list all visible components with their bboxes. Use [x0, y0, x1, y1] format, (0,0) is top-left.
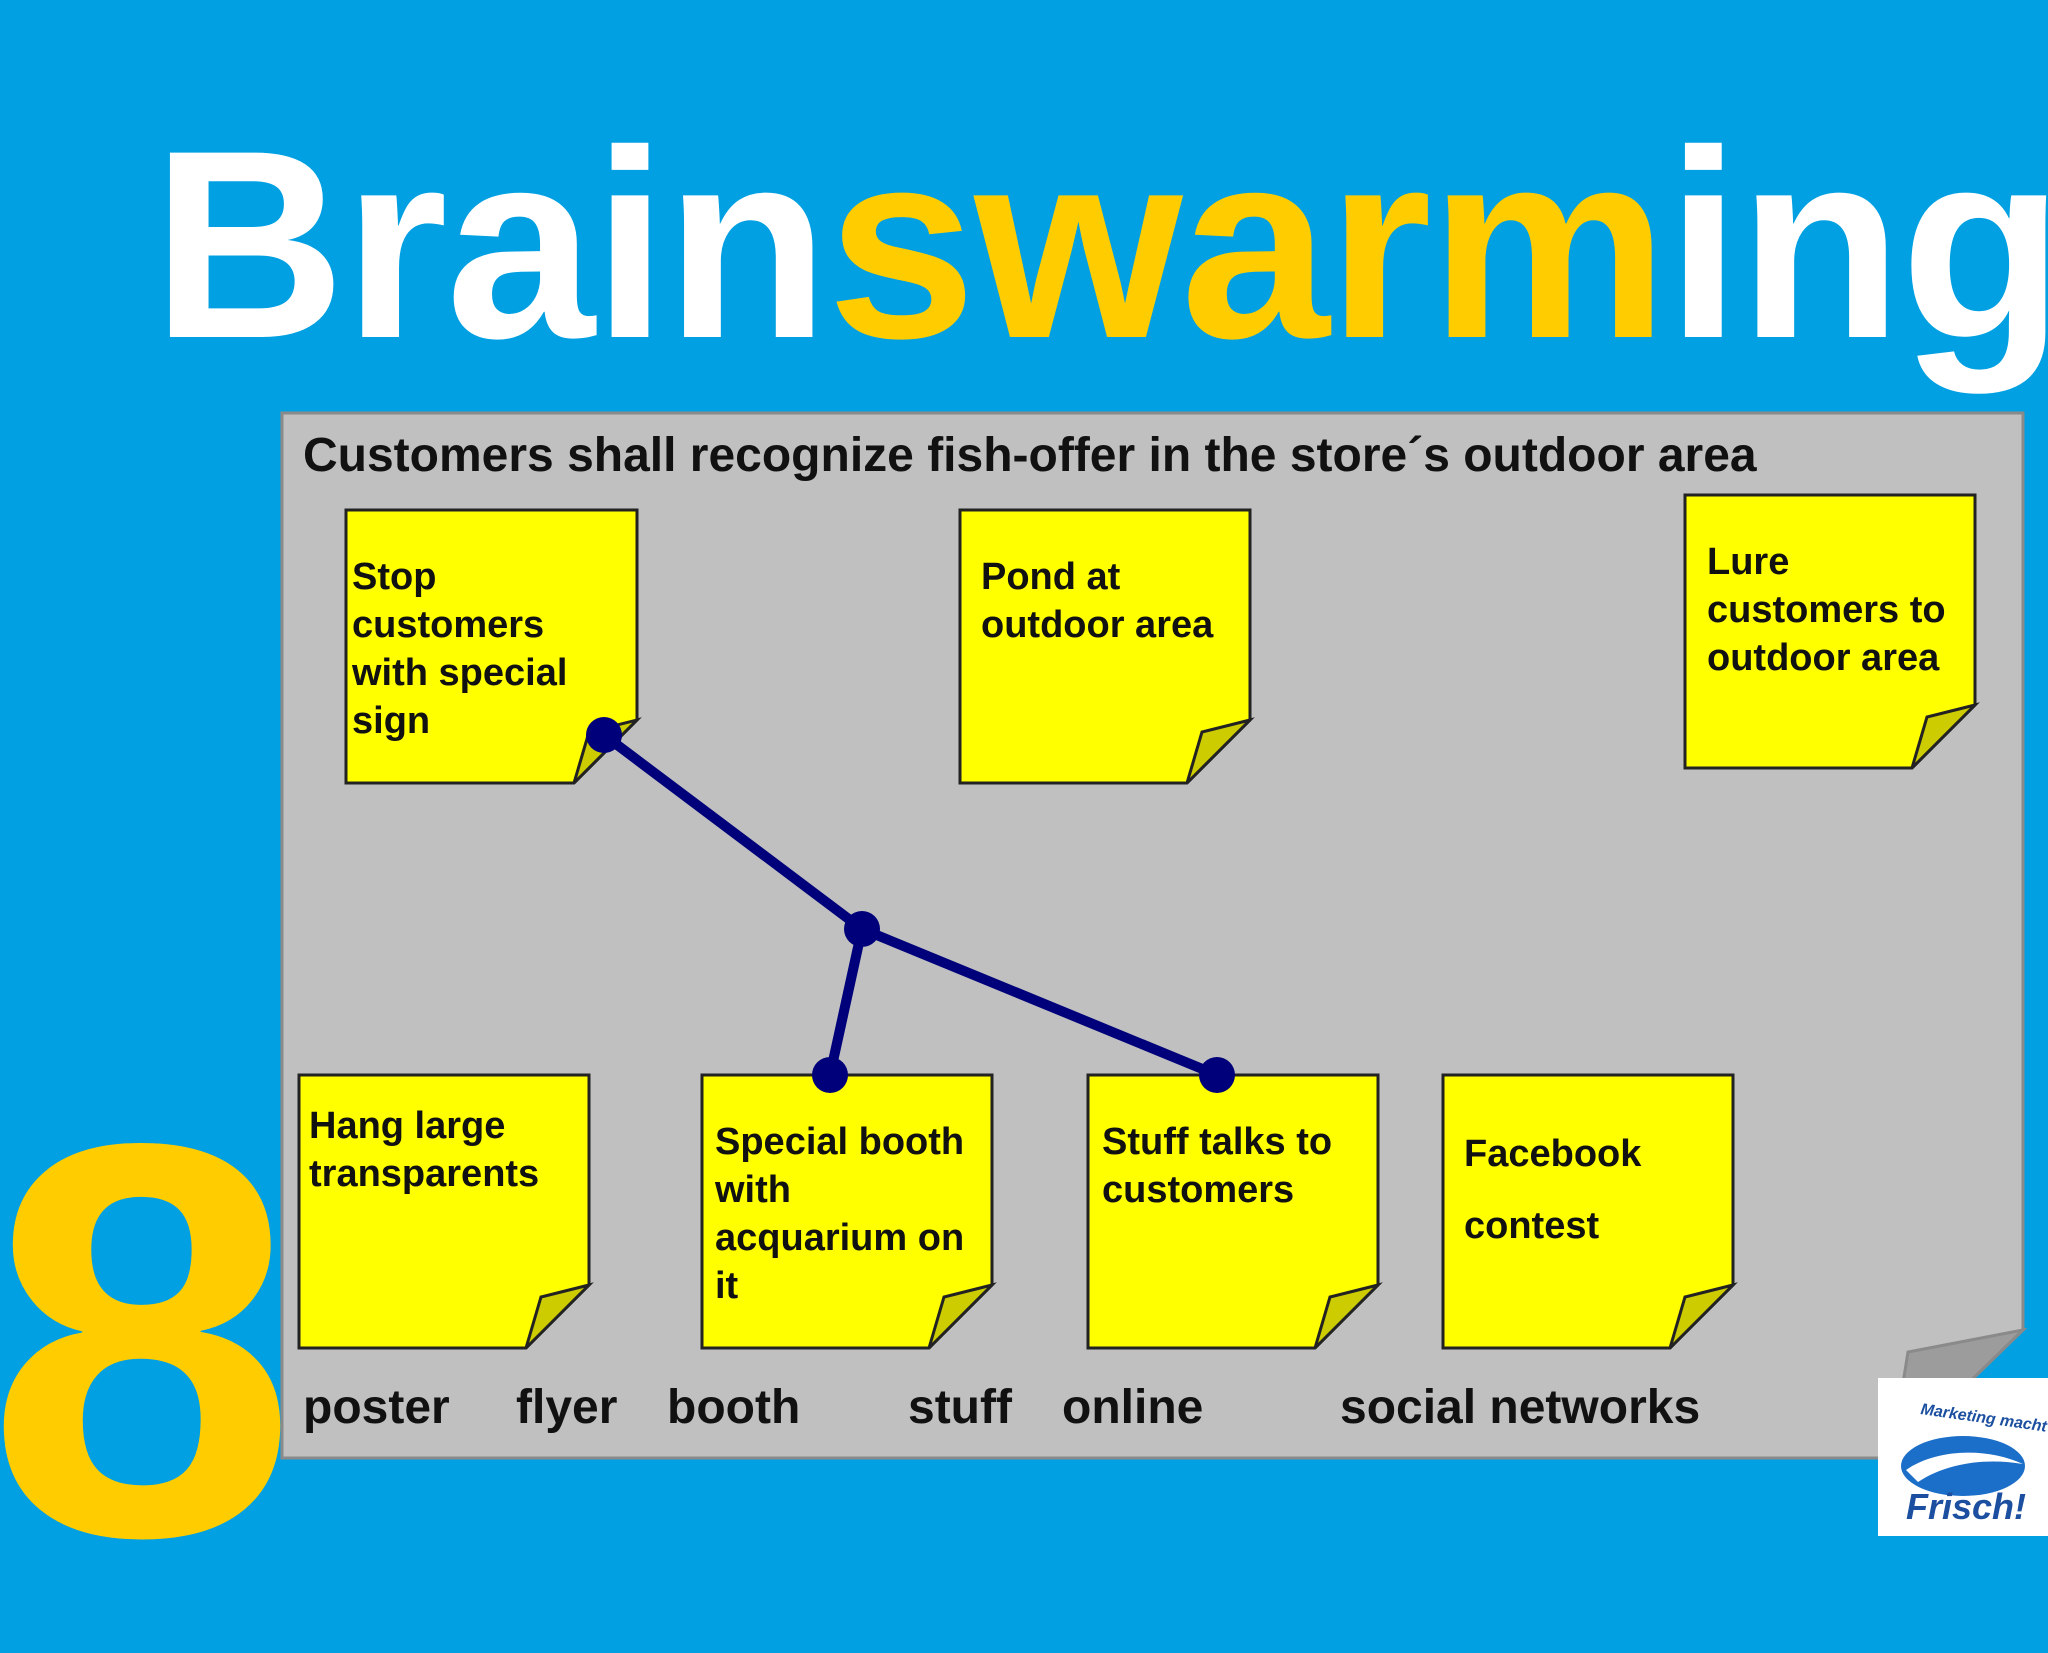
- category-stuff: stuff: [908, 1381, 1012, 1434]
- logo-tagline: Marketing macht: [1920, 1401, 2048, 1436]
- edge-hub-stuff: [857, 924, 1222, 1080]
- note-text-stuff: Stuff talks to customers: [1102, 1118, 1332, 1214]
- note-line: Stuff talks to: [1102, 1121, 1333, 1163]
- title-part-ing: ing: [1666, 94, 2048, 394]
- note-line: with special: [352, 652, 568, 694]
- note-line: outdoor area: [1707, 637, 1940, 679]
- note-stuff: [1086, 1073, 1383, 1350]
- category-poster: poster: [303, 1381, 450, 1434]
- note-line: customers to: [1707, 589, 1946, 631]
- note-text-hang: Hang large transparents: [309, 1102, 539, 1198]
- category-social-networks: social networks: [1340, 1381, 1701, 1434]
- edge-stop-hub: [599, 730, 867, 934]
- note-text-booth: Special booth with acquarium on it: [715, 1118, 964, 1310]
- note-line: outdoor area: [981, 604, 1214, 646]
- node-stop: [586, 717, 622, 753]
- note-line: Hang large: [309, 1105, 506, 1147]
- note-line: sign: [352, 700, 431, 742]
- slide-title: Brainswarming: [152, 110, 2048, 378]
- note-line: customers: [352, 604, 545, 646]
- note-text-stop: Stop customers with special sign: [352, 553, 567, 745]
- note-line: transparents: [309, 1153, 540, 1195]
- note-line: Special booth: [715, 1121, 965, 1163]
- note-line: customers: [1102, 1169, 1295, 1211]
- title-part-brain: Brain: [152, 94, 829, 394]
- category-booth: booth: [667, 1381, 801, 1434]
- note-line: Facebook: [1464, 1133, 1642, 1175]
- note-facebook: [1441, 1073, 1738, 1350]
- node-hub: [844, 911, 880, 947]
- title-part-swarm: swarm: [827, 94, 1668, 394]
- logo-text: Frisch!: [1906, 1486, 2027, 1527]
- note-line: Pond at: [981, 556, 1121, 598]
- note-line: Stop: [352, 556, 437, 598]
- note-line: contest: [1464, 1205, 1600, 1247]
- category-flyer: flyer: [516, 1381, 618, 1434]
- logo-swoosh-icon: Marketing macht: [1901, 1401, 2048, 1496]
- note-booth: [700, 1073, 997, 1350]
- note-text-lure: Lure customers to outdoor area: [1707, 538, 1946, 682]
- board-heading: Customers shall recognize fish-offer in …: [303, 429, 1757, 482]
- frisch-logo: Marketing macht: [1878, 1378, 2048, 1536]
- board-graphics: [280, 411, 2028, 1463]
- slide-number: 8: [0, 1027, 298, 1653]
- edge-hub-booth: [825, 924, 867, 1080]
- note-pond: [958, 508, 1255, 785]
- note-line: Lure: [1707, 541, 1790, 583]
- note-text-facebook: Facebook contest: [1464, 1118, 1641, 1262]
- connector-lines: [599, 730, 1222, 1080]
- node-stuff: [1199, 1057, 1235, 1093]
- node-booth: [812, 1057, 848, 1093]
- note-line: acquarium on: [715, 1217, 965, 1259]
- note-line: it: [715, 1265, 739, 1307]
- category-online: online: [1062, 1381, 1204, 1434]
- note-text-pond: Pond at outdoor area: [981, 553, 1213, 649]
- note-lure: [1683, 493, 1980, 770]
- note-hang: [297, 1073, 594, 1350]
- note-line: with: [715, 1169, 791, 1211]
